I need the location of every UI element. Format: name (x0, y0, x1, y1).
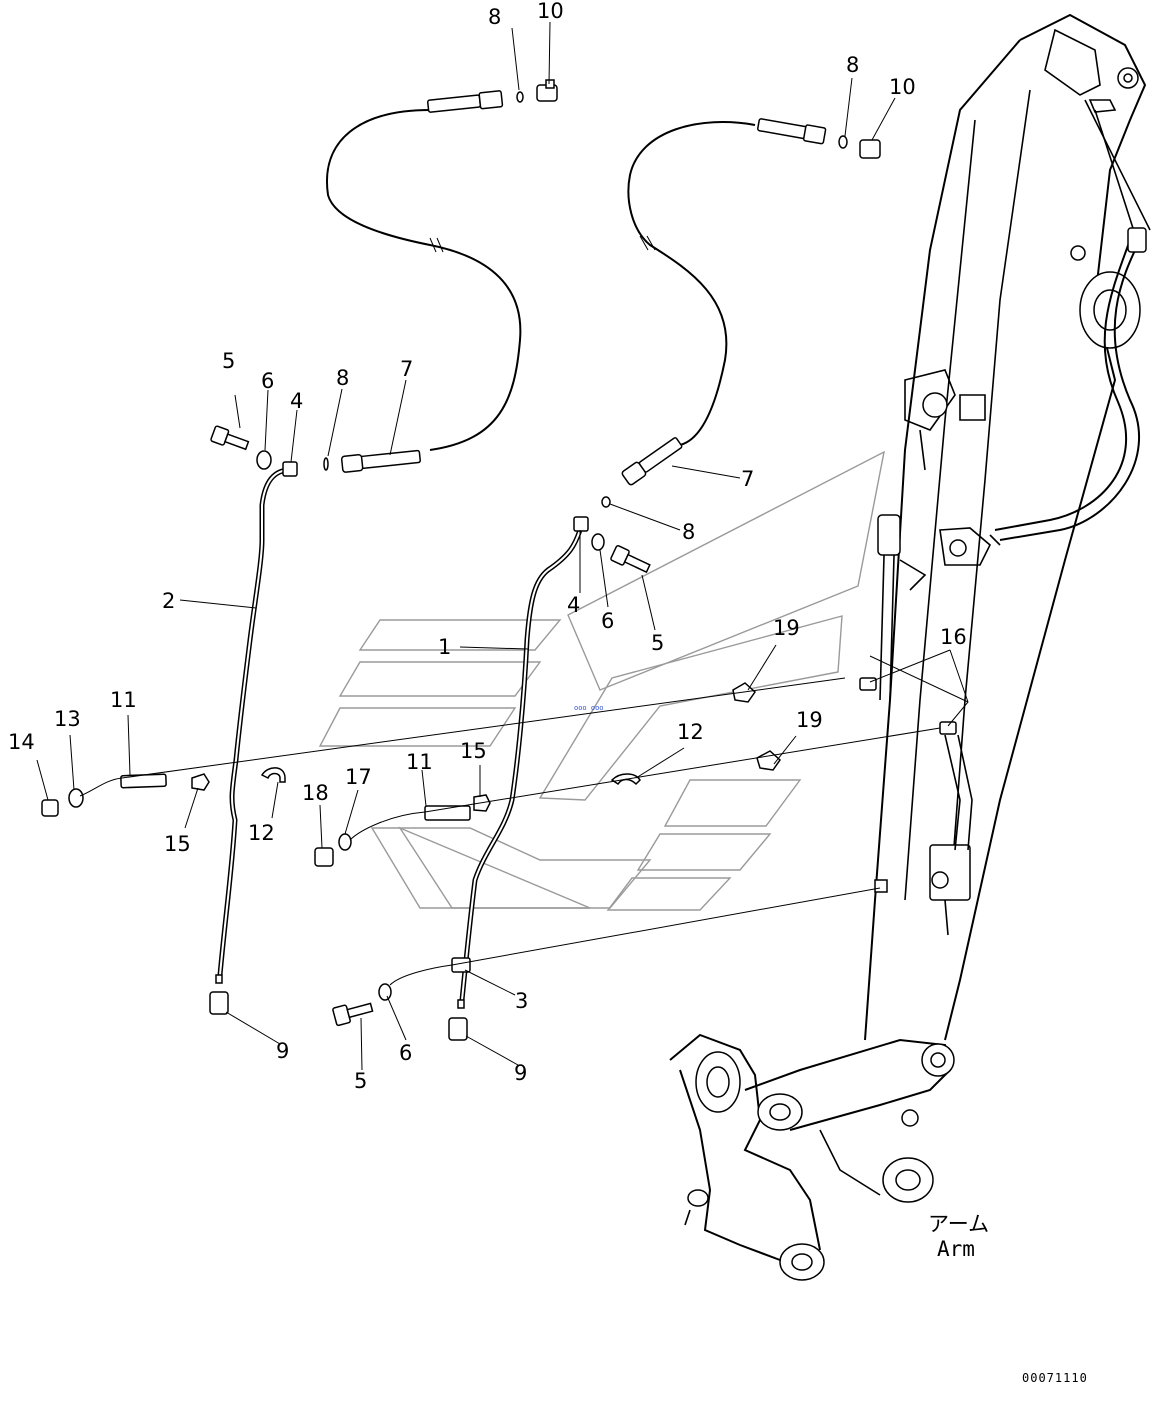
callout-4: 4 (290, 389, 303, 413)
callout-labels: 8 10 8 10 5 6 4 8 7 7 8 2 4 6 5 1 19 16 … (8, 0, 967, 1093)
callout-13: 13 (54, 707, 81, 731)
callout-19: 19 (796, 708, 823, 732)
watermark-logo (318, 450, 885, 911)
callout-6: 6 (399, 1041, 412, 1065)
tiny-mark: ooo ooo (574, 704, 604, 712)
callout-15: 15 (460, 739, 487, 763)
callout-18: 18 (302, 781, 329, 805)
callout-5: 5 (354, 1069, 367, 1093)
callout-1: 1 (438, 635, 451, 659)
callout-3: 3 (515, 989, 528, 1013)
arm-caption-en: Arm (937, 1237, 975, 1261)
callout-19: 19 (773, 616, 800, 640)
leader-lines (36, 21, 969, 1071)
callout-14: 14 (8, 730, 35, 754)
callout-12: 12 (677, 720, 704, 744)
callout-9: 9 (276, 1039, 289, 1063)
callout-8: 8 (488, 5, 501, 29)
callout-7: 7 (400, 357, 413, 381)
callout-2: 2 (162, 589, 175, 613)
callout-7: 7 (741, 467, 754, 491)
callout-8: 8 (846, 53, 859, 77)
callout-4: 4 (567, 593, 580, 617)
callout-5: 5 (222, 349, 235, 373)
callout-12: 12 (248, 821, 275, 845)
callout-11: 11 (110, 688, 137, 712)
callout-10: 10 (889, 75, 916, 99)
drawing-code: 00071110 (1022, 1371, 1088, 1385)
callout-6: 6 (261, 369, 274, 393)
fittings-and-fasteners (41, 79, 957, 1041)
callout-11: 11 (406, 750, 433, 774)
callout-6: 6 (601, 609, 614, 633)
callout-16: 16 (940, 625, 967, 649)
callout-5: 5 (651, 631, 664, 655)
hose-right (621, 118, 827, 486)
hose-left (326, 90, 522, 473)
callout-15: 15 (164, 832, 191, 856)
tube-1 (459, 527, 583, 1003)
callout-8: 8 (336, 366, 349, 390)
arm-structure (669, 13, 1151, 1281)
tube-2 (217, 467, 293, 978)
callout-17: 17 (345, 765, 372, 789)
callout-10: 10 (537, 0, 564, 23)
arm-caption-ja: アーム (928, 1212, 989, 1236)
callout-8: 8 (682, 520, 695, 544)
callout-9: 9 (514, 1061, 527, 1085)
